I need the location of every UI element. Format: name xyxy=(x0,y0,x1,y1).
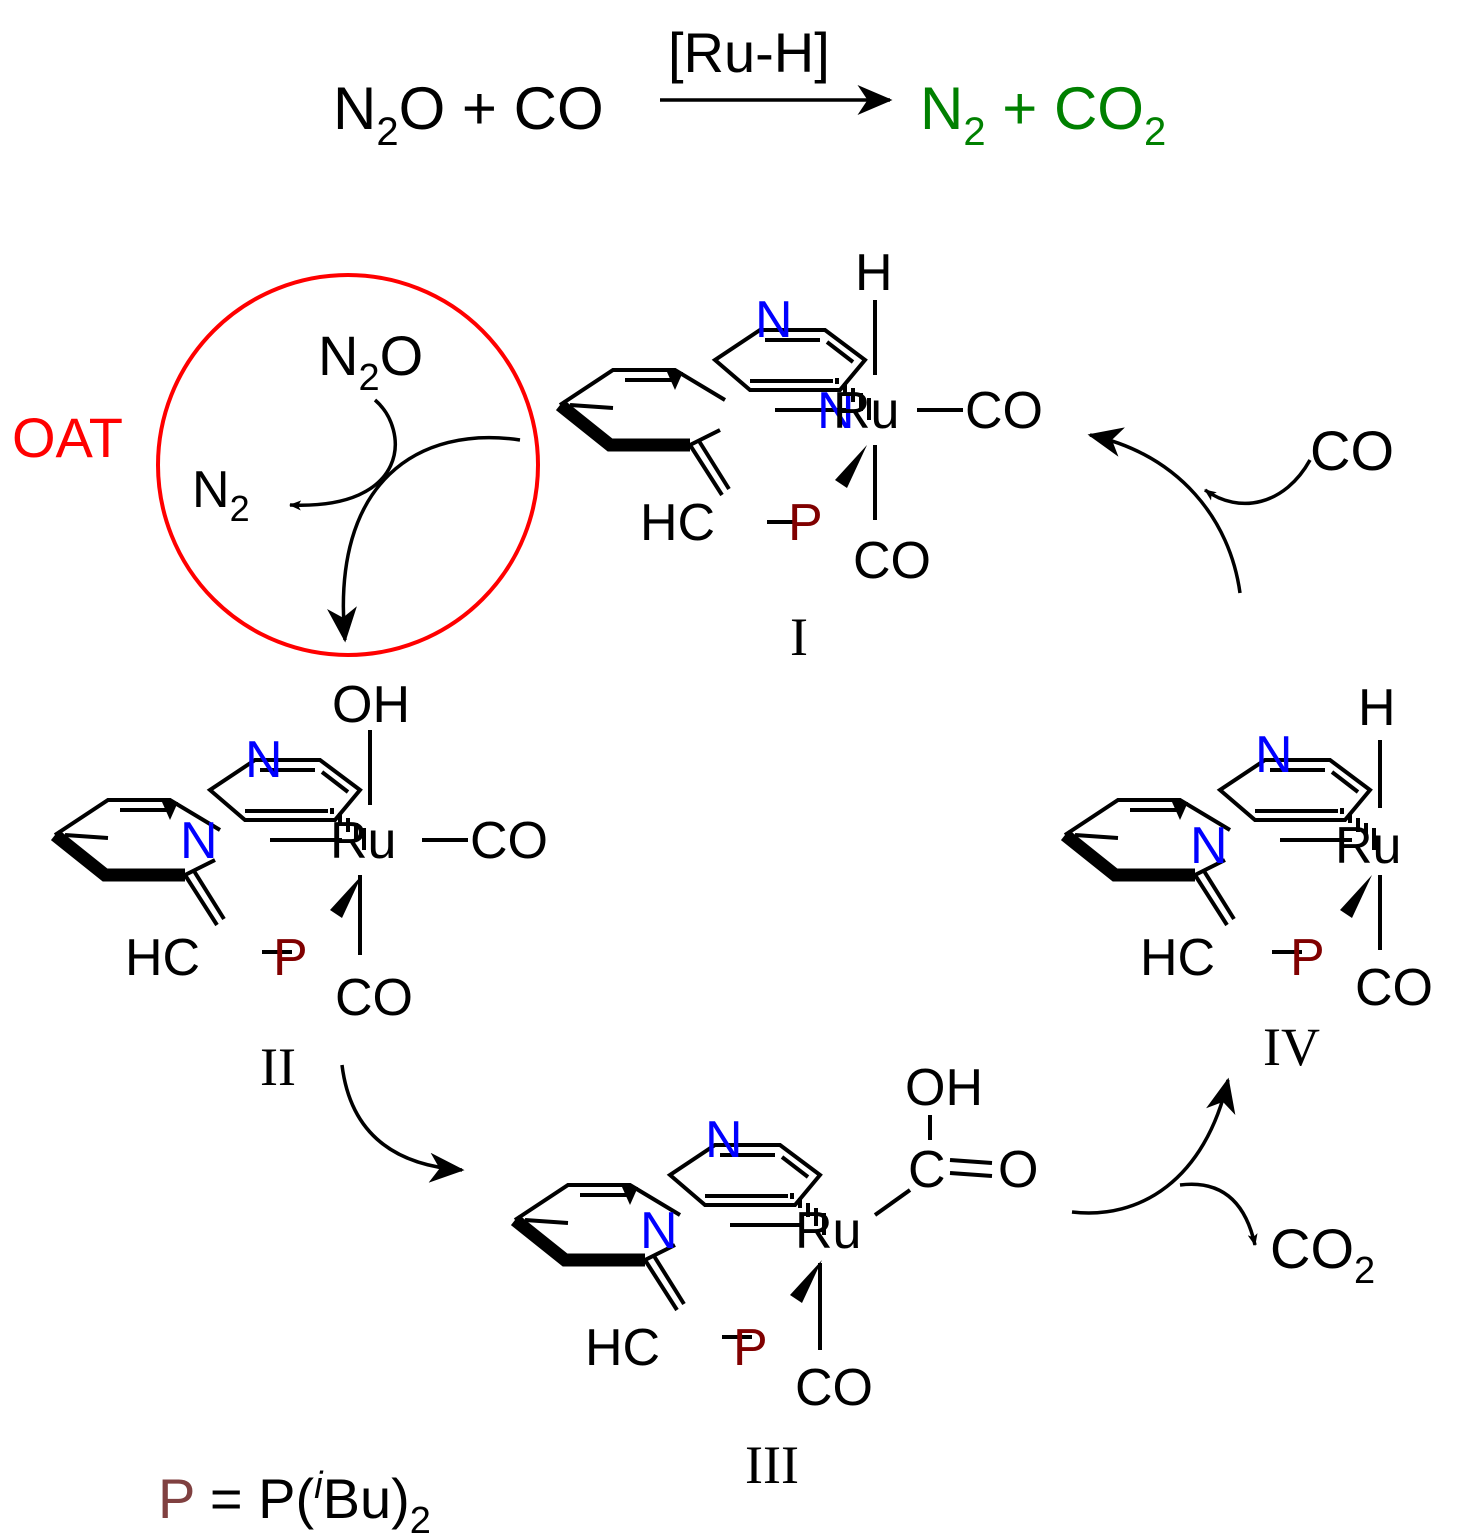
arrow-iv-to-i xyxy=(1087,427,1242,594)
oat-highlight-circle xyxy=(156,273,540,657)
svg-text:N: N xyxy=(1255,726,1293,784)
complex-label-ii: II xyxy=(260,1037,296,1097)
svg-text:P: P xyxy=(733,1319,768,1377)
svg-text:Ru: Ru xyxy=(795,1202,861,1260)
svg-text:O: O xyxy=(998,1141,1038,1199)
svg-text:HC: HC xyxy=(640,494,715,552)
svg-text:N2: N2 xyxy=(192,461,250,529)
footnote: P = P(iBu)2 xyxy=(158,1465,431,1539)
svg-text:N: N xyxy=(1190,817,1228,875)
svg-text:CO: CO xyxy=(965,382,1043,440)
svg-text:N2O: N2O xyxy=(318,324,423,399)
oat-step: OAT N2O N2 xyxy=(12,273,540,657)
arrow-iii-to-iv xyxy=(1071,1077,1236,1215)
svg-text:N: N xyxy=(705,1111,743,1169)
svg-text:N2 + CO2: N2 + CO2 xyxy=(920,75,1166,154)
svg-text:Ru: Ru xyxy=(1335,817,1401,875)
svg-text:HC: HC xyxy=(1140,929,1215,987)
overall-reaction: N2O + CO [Ru-H] N2 + CO2 xyxy=(333,21,1166,154)
catalyst-label: [Ru-H] xyxy=(668,21,830,84)
svg-text:CO: CO xyxy=(470,812,548,870)
svg-text:CO: CO xyxy=(1355,959,1433,1017)
arrow-ii-to-iii xyxy=(340,1064,465,1183)
svg-text:Ru: Ru xyxy=(330,812,396,870)
complex-label-iv: IV xyxy=(1263,1017,1320,1077)
svg-text:N: N xyxy=(640,1202,678,1260)
svg-text:C: C xyxy=(908,1141,946,1199)
n2o-in-arrow xyxy=(289,398,397,511)
svg-text:P: P xyxy=(273,929,308,987)
svg-text:N2O + CO: N2O + CO xyxy=(333,75,604,154)
svg-text:P: P xyxy=(788,494,823,552)
co2-out-label: CO2 xyxy=(1270,1217,1375,1292)
oat-main-arrow xyxy=(327,435,521,643)
co-in-label: CO xyxy=(1310,419,1394,482)
co2-out-arrow xyxy=(1179,1182,1258,1246)
complex-label-i: I xyxy=(790,607,808,667)
svg-text:OH: OH xyxy=(905,1059,983,1117)
svg-text:H: H xyxy=(1358,679,1396,737)
svg-text:Ru: Ru xyxy=(833,382,899,440)
complex-ii: N N Ru HC P OH CO CO II xyxy=(55,676,548,1097)
complex-i: N N Ru HC P H CO CO I xyxy=(560,244,1043,667)
complex-label-iii: III xyxy=(745,1435,799,1495)
svg-text:H: H xyxy=(855,244,893,302)
svg-text:CO: CO xyxy=(335,969,413,1027)
complex-iii: N N Ru HC P C OH O CO III xyxy=(515,1059,1038,1495)
svg-text:N: N xyxy=(755,291,793,349)
svg-text:HC: HC xyxy=(585,1319,660,1377)
svg-text:CO: CO xyxy=(795,1359,873,1417)
co-in-arrow xyxy=(1203,459,1312,506)
svg-text:N: N xyxy=(817,382,855,440)
svg-text:CO: CO xyxy=(853,532,931,590)
oat-label: OAT xyxy=(12,406,123,469)
svg-text:N: N xyxy=(180,812,218,870)
svg-text:P: P xyxy=(1290,929,1325,987)
svg-text:OH: OH xyxy=(332,676,410,734)
svg-text:HC: HC xyxy=(125,929,200,987)
complex-iv: N N Ru HC P H CO IV xyxy=(1065,679,1433,1077)
svg-text:N: N xyxy=(245,731,283,789)
